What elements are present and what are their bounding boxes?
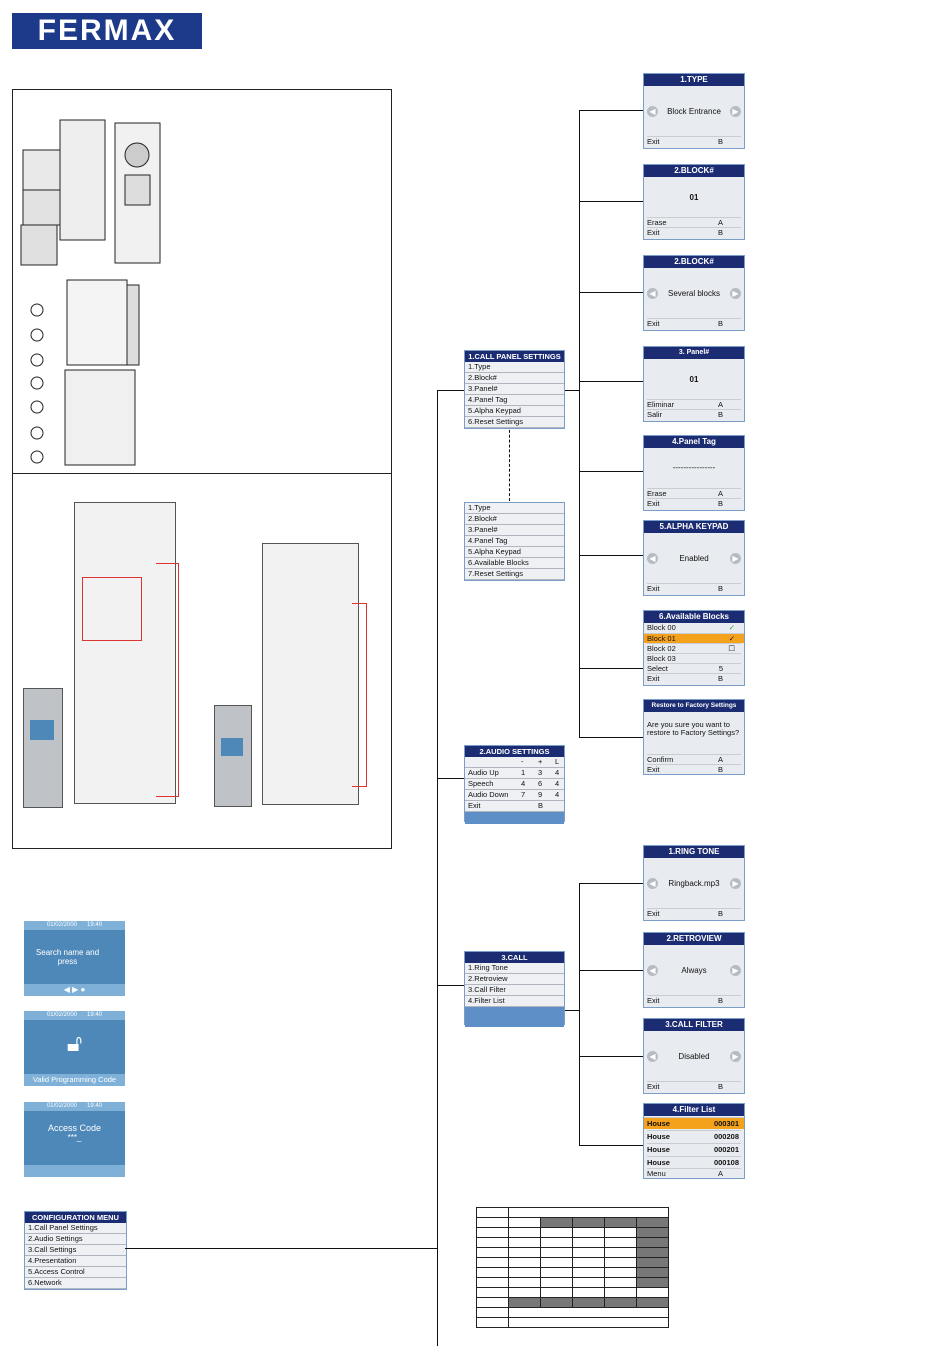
valid-message: Valid Programming Code	[24, 1074, 125, 1086]
call-panel-front-small	[214, 705, 252, 807]
frame-divider	[12, 473, 391, 474]
menu-item[interactable]: 1.Type	[465, 362, 564, 373]
factory-reset-screen: Restore to Factory Settings Are you sure…	[643, 699, 745, 775]
right-arrow-icon[interactable]: ▶	[730, 106, 741, 117]
audio-row[interactable]: Speech 4 6 4	[465, 779, 564, 790]
menu-title: 2.AUDIO SETTINGS	[465, 746, 564, 757]
right-arrow-icon[interactable]: ▶	[730, 553, 741, 564]
menu-item[interactable]: 3.Call Settings	[25, 1245, 126, 1256]
menu-item[interactable]: 4.Panel Tag	[465, 395, 564, 406]
valid-code-screen: 01/02/2000 19:40 🔓︎ Valid Programming Co…	[24, 1011, 125, 1086]
audio-row[interactable]: Audio Down 7 9 4	[465, 790, 564, 801]
menu-item[interactable]: 2.Block#	[465, 373, 564, 384]
connector	[437, 985, 464, 986]
menu-title: 3.CALL	[465, 952, 564, 963]
menu-item[interactable]: 6.Network	[25, 1278, 126, 1289]
connector-branch	[579, 883, 580, 1146]
menu-item[interactable]: 6.Reset Settings	[465, 417, 564, 428]
left-arrow-icon[interactable]: ◀	[647, 106, 658, 117]
panel-open-small	[262, 543, 359, 805]
menu-item[interactable]: 6.Available Blocks	[465, 558, 564, 569]
left-arrow-icon[interactable]: ◀	[647, 965, 658, 976]
connector	[437, 390, 464, 391]
connector	[563, 390, 579, 391]
menu-item[interactable]: 3.Call Filter	[465, 985, 564, 996]
audio-row[interactable]: Audio Up 1 3 4	[465, 768, 564, 779]
connector-trunk	[437, 390, 438, 1346]
menu-item[interactable]: 2.Audio Settings	[25, 1234, 126, 1245]
settings-grid-table	[476, 1207, 669, 1328]
highlight-box	[82, 577, 142, 641]
call-panel-settings-menu: 1.CALL PANEL SETTINGS 1.Type 2.Block# 3.…	[464, 350, 565, 429]
connector	[437, 778, 464, 779]
unlock-icon: 🔓︎	[66, 1030, 83, 1057]
search-screen: 01/02/2000 19:40 Search name and press ◀…	[24, 921, 125, 996]
panel-display	[30, 720, 54, 740]
connector	[125, 1248, 438, 1249]
configuration-menu: CONFIGURATION MENU 1.Call Panel Settings…	[24, 1211, 127, 1290]
exit-row[interactable]: Exit B	[465, 801, 564, 812]
menu-item[interactable]: 7.Reset Settings	[465, 569, 564, 580]
call-panel-settings-menu-alt: 1.Type 2.Block# 3.Panel# 4.Panel Tag 5.A…	[464, 502, 565, 581]
menu-item[interactable]: 2.Block#	[465, 514, 564, 525]
menu-item[interactable]: 5.Alpha Keypad	[465, 547, 564, 558]
menu-title: CONFIGURATION MENU	[25, 1212, 126, 1223]
left-arrow-icon[interactable]: ◀	[647, 553, 658, 564]
menu-item[interactable]: 1.Type	[465, 503, 564, 514]
menu-item[interactable]: 1.Ring Tone	[465, 963, 564, 974]
access-label: Access Code	[47, 1123, 102, 1133]
panel-display-small	[221, 738, 243, 756]
menu-item[interactable]: 4.Presentation	[25, 1256, 126, 1267]
menu-title: 1.CALL PANEL SETTINGS	[465, 351, 564, 362]
access-code-screen: 01/02/2000 19:40 Access Code ***_	[24, 1102, 125, 1177]
screen-date: 01/02/2000	[46, 922, 77, 928]
menu-item[interactable]: 1.Call Panel Settings	[25, 1223, 126, 1234]
call-panel-front-large	[23, 688, 63, 808]
panel-exploded-illustration	[20, 119, 161, 466]
left-arrow-icon[interactable]: ◀	[647, 1051, 658, 1062]
right-arrow-icon[interactable]: ▶	[730, 288, 741, 299]
menu-item[interactable]: 2.Retroview	[465, 974, 564, 985]
available-blocks-screen: 6.Available Blocks Block 00✓ Block 01✓ B…	[643, 610, 745, 686]
connector-branch	[579, 110, 580, 738]
audio-header-row: - + L	[465, 757, 564, 768]
menu-item[interactable]: 4.Panel Tag	[465, 536, 564, 547]
search-prompt: Search name and press	[35, 948, 100, 966]
menu-item[interactable]: 5.Access Control	[25, 1267, 126, 1278]
nav-buttons: ◀ ▶ ●	[24, 984, 125, 996]
screen-time: 19:40	[87, 922, 103, 928]
cable-route-small	[352, 603, 367, 787]
right-arrow-icon[interactable]: ▶	[730, 965, 741, 976]
left-arrow-icon[interactable]: ◀	[647, 288, 658, 299]
menu-item[interactable]: 4.Filter List	[465, 996, 564, 1007]
audio-settings-menu: 2.AUDIO SETTINGS - + L Audio Up 1 3 4 Sp…	[464, 745, 565, 824]
left-arrow-icon[interactable]: ◀	[647, 878, 658, 889]
cable-route-large	[156, 563, 179, 797]
access-mask: ***_	[67, 1133, 82, 1142]
panel-open-large	[74, 502, 176, 804]
menu-item[interactable]: 3.Panel#	[465, 384, 564, 395]
call-menu: 3.CALL 1.Ring Tone 2.Retroview 3.Call Fi…	[464, 951, 565, 1027]
menu-item[interactable]: 3.Panel#	[465, 525, 564, 536]
dashed-connector	[509, 425, 510, 501]
menu-item[interactable]: 5.Alpha Keypad	[465, 406, 564, 417]
right-arrow-icon[interactable]: ▶	[730, 878, 741, 889]
right-arrow-icon[interactable]: ▶	[730, 1051, 741, 1062]
fermax-logo: FERMAX	[12, 13, 202, 49]
